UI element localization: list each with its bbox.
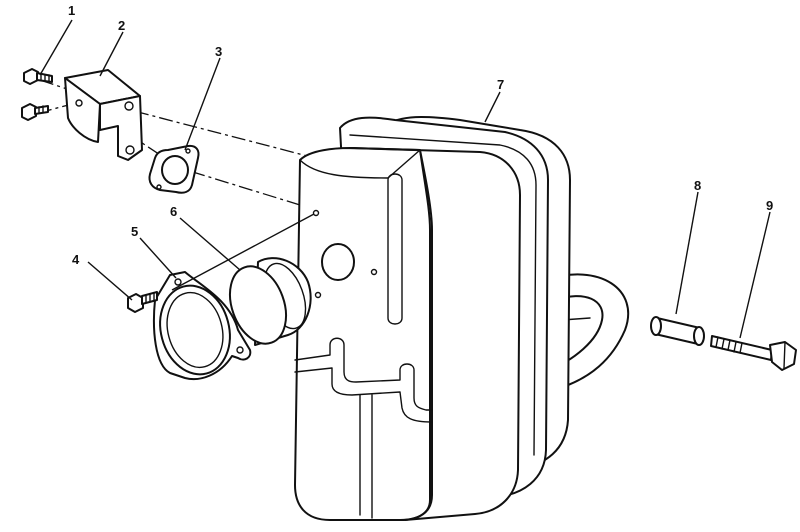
- callout-8: 8: [694, 178, 701, 193]
- mount-bolts: [21, 68, 53, 121]
- callout-9: 9: [766, 198, 773, 213]
- exhaust-flange: [152, 271, 252, 380]
- gasket: [148, 144, 200, 194]
- flange-screw: [127, 291, 158, 313]
- callout-6: 6: [170, 204, 177, 219]
- callout-numbers: 1 2 3 4 5 6 7 8 9: [68, 3, 773, 267]
- callout-4: 4: [72, 252, 80, 267]
- spacer-sleeve: [650, 316, 705, 346]
- muffler: [294, 116, 630, 521]
- callout-7: 7: [497, 77, 504, 92]
- callout-3: 3: [215, 44, 222, 59]
- long-bolt: [710, 335, 797, 371]
- callout-5: 5: [131, 224, 138, 239]
- bolt-lower: [21, 103, 49, 121]
- baffle-cup: [228, 257, 312, 346]
- bolt-upper: [23, 68, 53, 85]
- callout-2: 2: [118, 18, 125, 33]
- leader-lines: [39, 19, 771, 339]
- callout-1: 1: [68, 3, 75, 18]
- bracket: [64, 69, 143, 161]
